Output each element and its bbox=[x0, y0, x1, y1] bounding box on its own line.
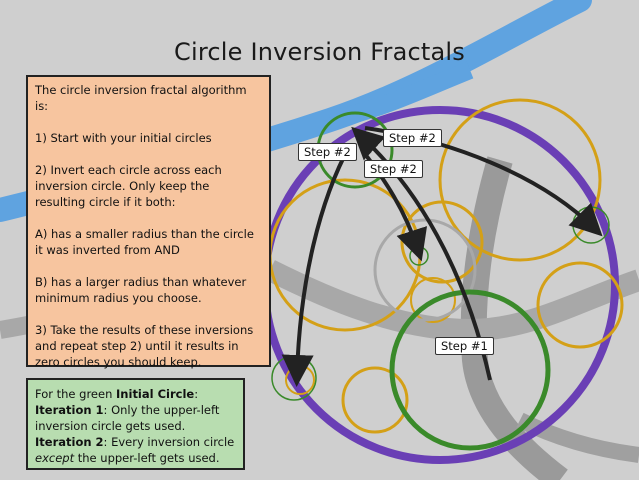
gray-road-2 bbox=[265, 260, 639, 342]
page-title: Circle Inversion Fractals bbox=[174, 38, 465, 66]
algorithm-step2: 2) Invert each circle across each invers… bbox=[35, 163, 222, 209]
label-step1: Step #1 bbox=[435, 337, 494, 355]
algorithm-cond-a: A) has a smaller radius than the circle … bbox=[35, 227, 254, 257]
inversion-circle bbox=[410, 277, 456, 323]
inversion-circle bbox=[438, 98, 602, 262]
label-step2-left: Step #2 bbox=[298, 143, 357, 161]
inversion-circle bbox=[341, 366, 409, 434]
note-line1: For the green Initial Circle: bbox=[35, 387, 199, 401]
initial-green-circle bbox=[389, 289, 551, 451]
gray-circle bbox=[373, 218, 477, 322]
label-step2-mid: Step #2 bbox=[364, 160, 423, 178]
algorithm-panel: The circle inversion fractal algorithm i… bbox=[26, 75, 271, 369]
note-iteration2: Iteration 2: Every inversion circle exce… bbox=[35, 435, 235, 465]
algorithm-cond-b: B) has a larger radius than whatever min… bbox=[35, 275, 247, 305]
inversion-circle bbox=[536, 261, 624, 349]
arrow-step2-left bbox=[281, 144, 352, 387]
arrow-step2-mid bbox=[360, 148, 428, 262]
algorithm-intro: The circle inversion fractal algorithm i… bbox=[35, 83, 247, 113]
gray-road-1 bbox=[460, 156, 568, 480]
label-step2-top: Step #2 bbox=[383, 129, 442, 147]
green-circle-note: For the green Initial Circle: Iteration … bbox=[26, 378, 245, 470]
blue-river-branch bbox=[328, 61, 474, 129]
algorithm-step3: 3) Take the results of these inversions … bbox=[35, 323, 254, 369]
note-iteration1: Iteration 1: Only the upper-left inversi… bbox=[35, 403, 220, 433]
gray-road-4 bbox=[516, 412, 639, 463]
algorithm-step1: 1) Start with your initial circles bbox=[35, 131, 212, 145]
